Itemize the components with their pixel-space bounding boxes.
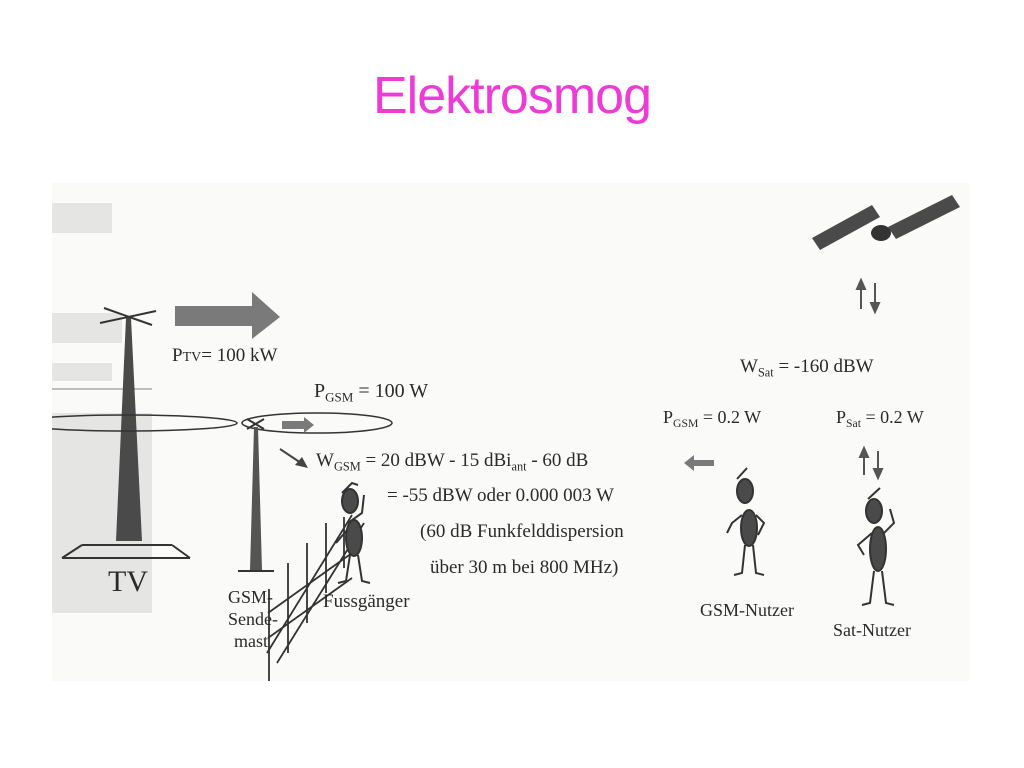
p-tv-label: PTV= 100 kW: [172, 346, 277, 365]
w-sat-symbol: W: [740, 356, 758, 377]
p-gsm-user-value: = 0.2 W: [698, 407, 762, 427]
tv-broadcast-arrow: [175, 292, 280, 339]
diagram-scan: TV PTV= 100 kW PGSM = 100 W WGSM = 20 dB…: [52, 183, 970, 681]
tv-tower: [61, 307, 191, 559]
p-gsm-user-label: PGSM = 0.2 W: [663, 407, 762, 429]
w-gsm-expression-1: = 20 dBW - 15 dBi: [360, 450, 512, 471]
p-gsm-user-subscript: GSM: [673, 417, 699, 431]
p-gsm-label: PGSM = 100 W: [314, 380, 429, 404]
w-gsm-formula: WGSM = 20 dBW - 15 dBiant - 60 dB: [316, 450, 589, 474]
slide-title: Elektrosmog: [373, 67, 652, 125]
gsm-mast: [52, 412, 393, 572]
w-sat-label: WSat = -160 dBW: [740, 356, 874, 380]
w-gsm-subscript: GSM: [333, 459, 361, 474]
sat-user-figure: [856, 487, 896, 606]
satellite-icon: [812, 195, 960, 250]
gsm-user-figure: [726, 467, 766, 576]
dispersion-line-2: über 30 m bei 800 MHz): [430, 557, 619, 578]
fence: [266, 514, 365, 681]
w-sat-value: = -160 dBW: [773, 356, 874, 377]
p-sat-subscript: Sat: [846, 417, 861, 431]
p-sat-label: PSat = 0.2 W: [836, 407, 924, 429]
gsm-small-arrow: [282, 417, 314, 433]
p-gsm-subscript: GSM: [325, 389, 354, 405]
p-gsm-user-symbol: P: [663, 407, 674, 427]
p-sat-symbol: P: [836, 407, 847, 427]
gsm-mast-label-2: Sende-: [228, 609, 278, 629]
gsm-user-label: GSM-Nutzer: [700, 600, 794, 620]
p-gsm-symbol: P: [314, 380, 326, 402]
gsm-mast-label-1: GSM-: [228, 587, 274, 607]
sat-user-updown-arrows: [858, 445, 884, 481]
sat-user-label: Sat-Nutzer: [833, 620, 911, 640]
satellite-updown-arrows: [855, 277, 881, 315]
diagonal-arrow-head: [295, 457, 308, 468]
p-gsm-value: = 100 W: [353, 380, 429, 402]
gsm-user-arrow: [684, 455, 714, 471]
gsm-mast-label-3: mast: [234, 631, 268, 651]
p-tv-value: = 100 kW: [201, 345, 278, 366]
w-gsm-expression-2: - 60 dB: [526, 450, 589, 471]
pedestrian-figure: [335, 481, 371, 584]
pedestrian-label: Fussgänger: [323, 591, 410, 612]
w-gsm-result: = -55 dBW oder 0.000 003 W: [387, 485, 614, 506]
diagram-graphics: [52, 195, 960, 681]
scan-bleed-through: [52, 203, 152, 613]
tv-label: TV: [108, 565, 148, 598]
w-sat-subscript: Sat: [757, 365, 774, 380]
dispersion-line-1: (60 dB Funkfelddispersion: [420, 521, 624, 542]
w-gsm-symbol: W: [316, 450, 334, 471]
w-gsm-ant-subscript: ant: [511, 459, 527, 474]
p-tv-subscript: TV: [182, 350, 202, 365]
p-tv-symbol: P: [172, 345, 183, 366]
p-sat-value: = 0.2 W: [860, 407, 924, 427]
